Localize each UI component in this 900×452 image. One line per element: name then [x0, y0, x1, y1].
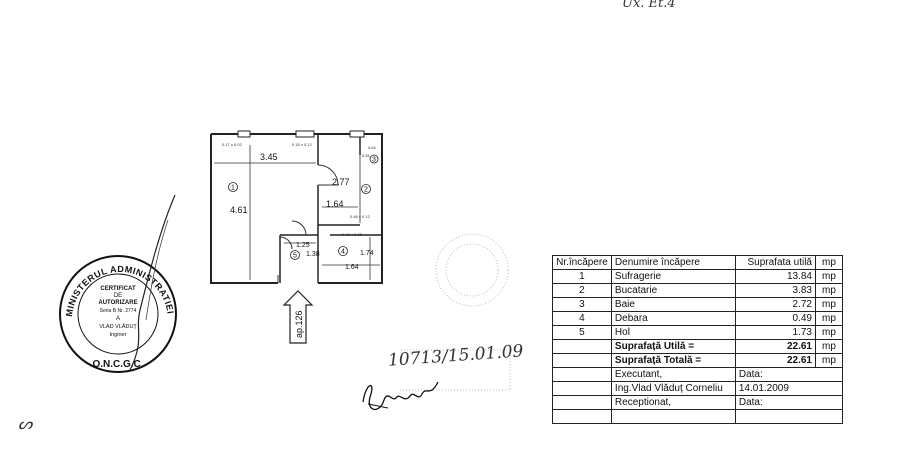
empty-cell	[552, 395, 612, 410]
engineer-name: Ing.Vlad Vlăduț Corneliu	[610, 381, 736, 396]
header-name: Denumire încăpere	[610, 255, 736, 270]
table-row: 3 Baie 2.72 mp	[552, 297, 843, 312]
dim-bottom: 1.64	[345, 264, 359, 271]
row-area: 3.83	[734, 283, 817, 298]
row-nr: 3	[552, 297, 612, 312]
data-label: Data:	[734, 395, 844, 410]
dim-hall-h: 1.38	[306, 251, 320, 258]
row-nr: 2	[552, 283, 612, 298]
stamp-line-4: Seria B Nr. 2774	[100, 308, 137, 314]
header-area: Suprafata utilă	[734, 255, 817, 270]
total-area-value: 22.61	[734, 353, 817, 368]
executant-label: Executant,	[610, 367, 736, 382]
useful-area-row: Suprafață Utilă = 22.61 mp	[552, 339, 843, 354]
row-name: Bucatarie	[610, 283, 736, 298]
useful-area-unit: mp	[815, 339, 843, 354]
row-name: Hol	[610, 325, 736, 340]
stamp-line-3: AUTORIZARE	[98, 300, 137, 306]
useful-area-label: Suprafață Utilă =	[610, 339, 736, 354]
entrance-label: ap.126	[294, 310, 304, 338]
dim-top-width: 3.45	[260, 152, 278, 162]
room-5-number: 5	[293, 253, 297, 260]
floor-plan: 3.45 4.61 2.77 1.64 1.25 1.38 1.74 1.64 …	[210, 130, 383, 344]
row-area: 13.84	[734, 269, 817, 284]
empty-cell	[552, 381, 612, 396]
dim-kitchen: 2.77	[332, 177, 350, 187]
table-row: 4 Debara 0.49 mp	[552, 311, 843, 326]
table-row: 1 Sufragerie 13.84 mp	[552, 269, 843, 284]
dim-height: 4.61	[230, 205, 248, 215]
engineer-row: Ing.Vlad Vlăduț Corneliu 14.01.2009	[552, 381, 844, 396]
data-label: Data:	[734, 367, 844, 382]
empty-cell	[552, 339, 612, 354]
row-nr: 1	[552, 269, 612, 284]
row-name: Sufragerie	[610, 269, 736, 284]
corner-note: Ux. Et.4	[622, 0, 676, 11]
small-2-label: 0.48 x 0.25	[342, 232, 363, 237]
row-area: 1.73	[734, 325, 817, 340]
table-row: 2 Bucatarie 3.83 mp	[552, 283, 843, 298]
handwritten-signature	[362, 381, 439, 411]
window-1-label: 0.17 x 0.02	[222, 142, 243, 147]
stamp-bottom-text: O.N.C.G.C.	[92, 359, 143, 370]
execution-date: 14.01.2009	[734, 381, 844, 396]
blank-row	[552, 409, 844, 424]
empty-cell	[552, 353, 612, 368]
window-4-label: 0.81	[362, 153, 371, 158]
table-row: 5 Hol 1.73 mp	[552, 325, 843, 340]
total-area-row: Suprafață Totală = 22.61 mp	[552, 353, 843, 368]
stamp-line-2: DE	[114, 293, 122, 299]
stamp-line-5: A	[116, 316, 120, 322]
small-1-label: 0.48 x 0.12	[350, 214, 371, 219]
table-header-row: Nr.încăpere Denumire încăpere Suprafata …	[552, 255, 843, 270]
empty-cell	[552, 409, 612, 424]
header-nr: Nr.încăpere	[552, 255, 612, 270]
useful-area-value: 22.61	[734, 339, 817, 354]
receptionat-label: Receptionat,	[610, 395, 736, 410]
row-nr: 4	[552, 311, 612, 326]
window-3-label: 0.64	[368, 145, 377, 150]
dim-hall-w: 1.25	[296, 242, 310, 249]
stamp-line-1: CERTIFICAT	[100, 286, 136, 292]
row-name: Baie	[610, 297, 736, 312]
empty-cell	[734, 409, 844, 424]
row-area: 0.49	[734, 311, 817, 326]
stamp-line-6: VLAD VLĂDUȚ	[99, 323, 137, 330]
empty-cell	[552, 367, 612, 382]
header-unit: mp	[815, 255, 843, 270]
stamp-line-7: Inginer	[110, 332, 127, 338]
row-unit: mp	[815, 311, 843, 326]
window-2-label: 0.18 x 0.12	[292, 142, 313, 147]
receptionat-row: Receptionat, Data:	[552, 395, 844, 410]
stamp-signature	[129, 194, 176, 371]
row-name: Debara	[610, 311, 736, 326]
row-unit: mp	[815, 269, 843, 284]
empty-cell	[610, 409, 736, 424]
room-3-number: 3	[372, 157, 376, 164]
room-area-table: Nr.încăpere Denumire încăpere Suprafata …	[552, 255, 844, 424]
row-nr: 5	[552, 325, 612, 340]
row-unit: mp	[815, 283, 843, 298]
room-1-number: 1	[231, 185, 235, 192]
executant-row: Executant, Data:	[552, 367, 844, 382]
margin-mark: ᔕ	[18, 414, 33, 433]
row-unit: mp	[815, 325, 843, 340]
row-area: 2.72	[734, 297, 817, 312]
official-stamp: MINISTERUL ADMINISTRATIEI PUBLICE O.N.C.…	[52, 250, 177, 373]
room-2-number: 2	[364, 187, 368, 194]
total-area-unit: mp	[815, 353, 843, 368]
dim-closet: 1.74	[360, 250, 374, 257]
room-4-number: 4	[341, 249, 345, 256]
faint-stamp-ghost	[400, 233, 511, 391]
total-area-label: Suprafață Totală =	[610, 353, 736, 368]
row-unit: mp	[815, 297, 843, 312]
dim-bath: 1.64	[326, 199, 344, 209]
